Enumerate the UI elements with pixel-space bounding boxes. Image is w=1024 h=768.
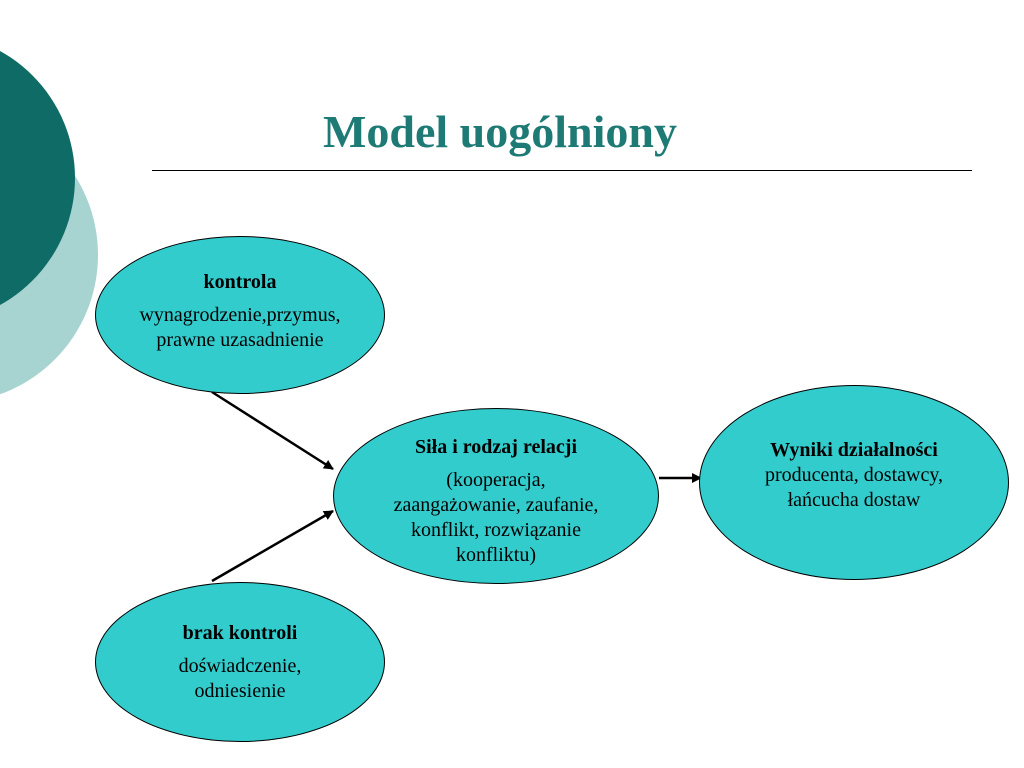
corner-decoration xyxy=(0,51,98,395)
node-wyniki-line-2: łańcucha dostaw xyxy=(787,489,921,511)
node-kontrola-title: kontrola xyxy=(203,270,277,293)
node-brak-kontroli-desc: doświadczenie, odniesienie xyxy=(179,654,302,704)
node-relacja-line-4: konfliktu) xyxy=(456,543,536,566)
node-relacja: Siła i rodzaj relacji (kooperacja, zaang… xyxy=(333,408,659,584)
node-kontrola-desc: wynagrodzenie,przymus, prawne uzasadnien… xyxy=(139,303,340,353)
node-wyniki-title: Wyniki działalności xyxy=(770,439,938,461)
node-wyniki-line-1: producenta, dostawcy, xyxy=(764,464,944,486)
node-relacja-line-1: (kooperacja, xyxy=(446,468,546,491)
node-relacja-title: Siła i rodzaj relacji xyxy=(414,435,577,458)
node-brak-kontroli: brak kontroli doświadczenie, odniesienie xyxy=(95,582,385,742)
node-wyniki-desc: producenta, dostawcy, łańcucha dostaw xyxy=(765,463,943,513)
node-brak-kontroli-line-1: doświadczenie, xyxy=(178,654,302,677)
node-kontrola-line-1: wynagrodzenie,przymus, xyxy=(139,303,341,326)
dark-teal-circle xyxy=(0,51,75,305)
node-kontrola: kontrola wynagrodzenie,przymus, prawne u… xyxy=(95,236,385,394)
node-brak-kontroli-title: brak kontroli xyxy=(182,621,298,644)
node-kontrola-line-2: prawne uzasadnienie xyxy=(156,328,324,351)
arrow-kontrola-to-relacja xyxy=(211,390,334,471)
title-divider xyxy=(152,170,972,171)
node-brak-kontroli-line-2: odniesienie xyxy=(194,679,286,702)
arrow-brak-kontroli-to-relacja xyxy=(211,509,334,583)
slide-title: Model uogólniony xyxy=(322,106,677,157)
node-relacja-line-3: konflikt, rozwiązanie xyxy=(411,518,581,541)
node-relacja-desc: (kooperacja, zaangażowanie, zaufanie, ko… xyxy=(394,468,599,568)
node-relacja-line-2: zaangażowanie, zaufanie, xyxy=(393,493,599,516)
node-wyniki: Wyniki działalności producenta, dostawcy… xyxy=(699,385,1009,580)
